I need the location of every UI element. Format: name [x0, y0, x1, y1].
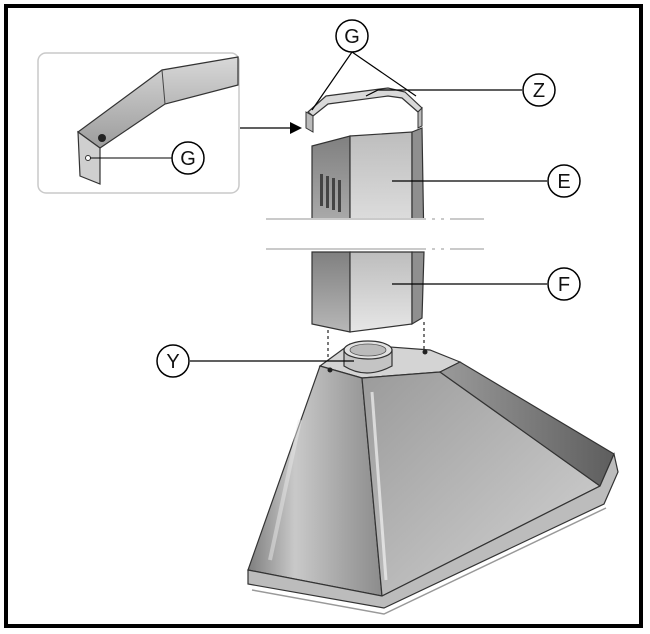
- callout-label: G: [344, 26, 360, 48]
- callout-label: Z: [533, 80, 545, 102]
- duct-collar: [327, 340, 428, 374]
- lower-chimney: [311, 251, 425, 333]
- callout-label: F: [558, 274, 570, 296]
- callout-f: F: [547, 267, 581, 301]
- callout-label: Y: [166, 351, 179, 373]
- chimney-break: [262, 218, 484, 250]
- callout-label: G: [180, 148, 196, 170]
- screw-icon: [98, 134, 106, 142]
- vent-slots-icon: [320, 174, 341, 212]
- bracket-detail-inset: [37, 52, 240, 194]
- mounting-bracket: [305, 87, 423, 133]
- screw-icon: [422, 349, 428, 355]
- callout-e: E: [547, 164, 581, 198]
- callout-z: Z: [522, 73, 556, 107]
- hole-icon: [85, 155, 91, 161]
- callout-g-inset: G: [171, 141, 205, 175]
- callout-label: E: [557, 171, 570, 193]
- callout-y: Y: [156, 344, 190, 378]
- leader-lines: [190, 51, 547, 362]
- detail-arrow: [240, 122, 302, 134]
- callout-g-top: G: [335, 19, 369, 53]
- screw-icon: [327, 367, 333, 373]
